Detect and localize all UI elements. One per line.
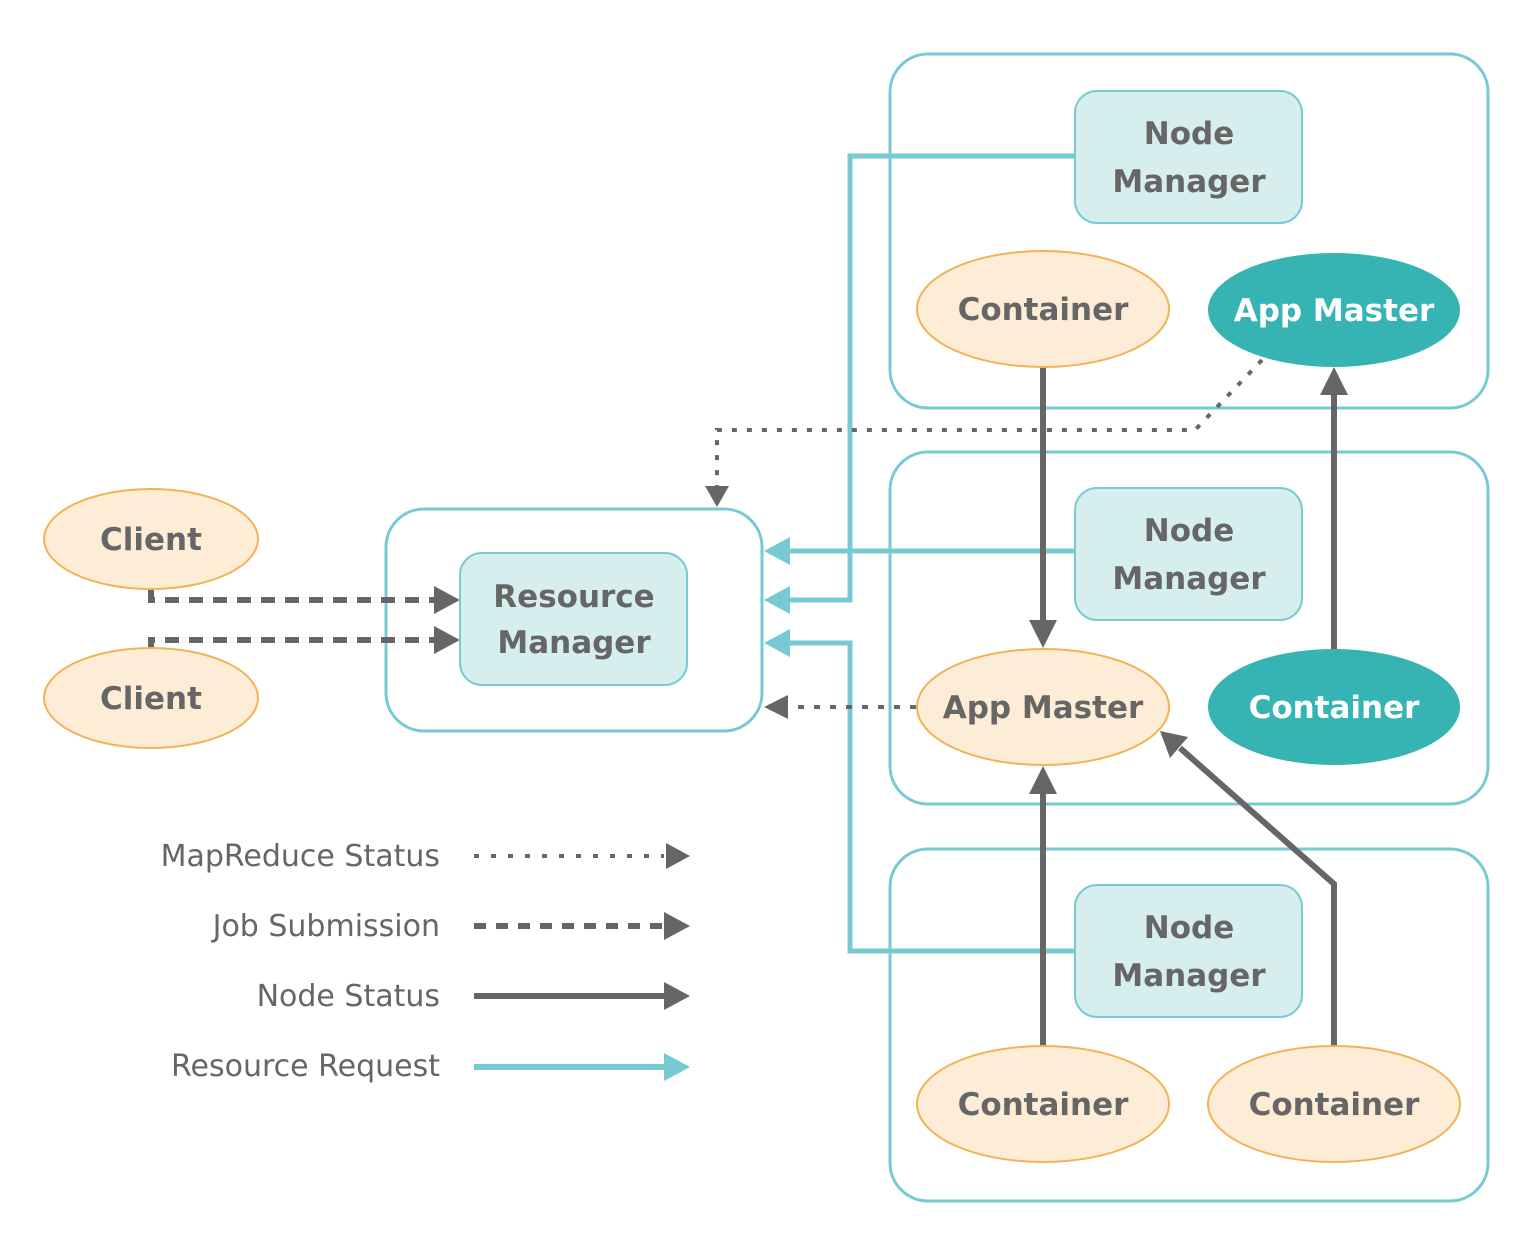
node-status-arrowhead-2 — [1320, 367, 1348, 395]
client-1[interactable]: Client — [43, 488, 259, 590]
legend: MapReduce Status Job Submission Node Sta… — [161, 839, 690, 1084]
node-manager-1-label-line-1: Node — [1144, 116, 1234, 152]
container-1-label: Container — [958, 292, 1130, 328]
container-3[interactable]: Container — [916, 1045, 1170, 1163]
app-master-2-label: App Master — [943, 690, 1144, 726]
client-2[interactable]: Client — [43, 647, 259, 749]
job-submission-line-1 — [148, 590, 436, 603]
resource-request-line-1 — [790, 153, 1076, 603]
app-master-2[interactable]: App Master — [916, 648, 1170, 766]
resource-manager-label-line-2: Manager — [497, 625, 651, 661]
legend-label-resource-request: Resource Request — [171, 1049, 440, 1084]
node-manager-2-label-line-2: Manager — [1112, 561, 1266, 597]
resource-request-line-3 — [790, 640, 1076, 954]
node-manager-1-label-line-2: Manager — [1112, 164, 1266, 200]
legend-arrowhead-solid-gray — [664, 982, 690, 1010]
container-3-label: Container — [958, 1087, 1130, 1123]
container-4-label: Container — [1249, 1087, 1421, 1123]
job-submission-arrowhead-2 — [434, 626, 460, 654]
job-submission-line-2 — [148, 637, 436, 650]
client-1-label: Client — [100, 522, 202, 558]
node-status-line-4 — [1178, 745, 1337, 1047]
legend-item-resource-request: Resource Request — [171, 1049, 690, 1084]
container-4[interactable]: Container — [1207, 1045, 1461, 1163]
legend-arrowhead-dotted — [666, 843, 690, 869]
node-manager-3-label-line-2: Manager — [1112, 958, 1266, 994]
container-2[interactable]: Container — [1208, 649, 1460, 765]
node-status-arrowhead-4 — [1160, 731, 1188, 758]
node-manager-2-label-line-1: Node — [1144, 513, 1234, 549]
legend-label-node-status: Node Status — [257, 979, 440, 1014]
node-manager-3[interactable]: Node Manager — [1074, 884, 1303, 1018]
node-manager-3-label-line-1: Node — [1144, 910, 1234, 946]
mapreduce-status-line-1 — [715, 358, 1264, 486]
legend-arrowhead-dashed — [664, 912, 690, 940]
legend-label-job-submission: Job Submission — [211, 909, 440, 944]
job-submission-arrowhead-1 — [434, 586, 460, 614]
app-master-1[interactable]: App Master — [1208, 253, 1460, 367]
resource-request-arrowhead-1 — [764, 586, 790, 614]
resource-request-arrowhead-2 — [764, 537, 790, 565]
resource-request-arrowhead-3 — [764, 629, 790, 657]
node-status-arrowhead-1 — [1029, 620, 1057, 648]
container-1[interactable]: Container — [916, 250, 1170, 368]
legend-item-job-submission: Job Submission — [211, 909, 690, 944]
node-status-arrowhead-3 — [1029, 766, 1057, 794]
app-master-1-label: App Master — [1234, 293, 1435, 329]
node-manager-1[interactable]: Node Manager — [1074, 90, 1303, 224]
mapreduce-status-arrowhead-1 — [705, 486, 729, 507]
legend-arrowhead-solid-teal — [664, 1053, 690, 1081]
mapreduce-status-arrowhead-2 — [764, 695, 788, 719]
legend-label-mapreduce-status: MapReduce Status — [161, 839, 440, 874]
resource-manager[interactable]: Resource Manager — [459, 552, 688, 686]
client-2-label: Client — [100, 681, 202, 717]
container-2-label: Container — [1249, 690, 1421, 726]
resource-manager-label-line-1: Resource — [493, 579, 654, 615]
legend-item-mapreduce-status: MapReduce Status — [161, 839, 690, 874]
legend-item-node-status: Node Status — [257, 979, 690, 1014]
node-manager-2[interactable]: Node Manager — [1074, 487, 1303, 621]
